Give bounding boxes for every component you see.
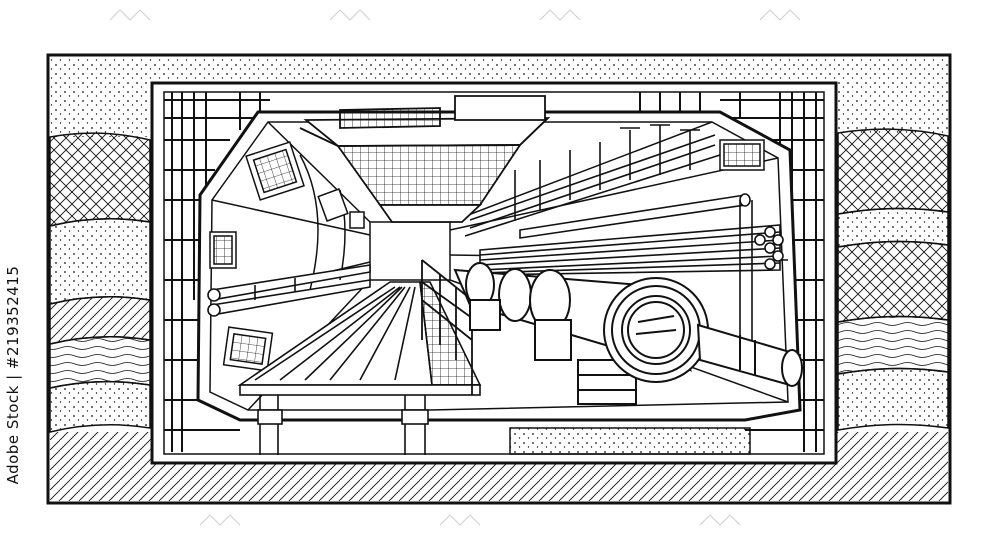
walkway-grate (237, 281, 482, 455)
stock-id-watermark: Adobe Stock | #219352415 (2, 266, 24, 485)
stock-id-text: Adobe Stock | #219352415 (4, 265, 22, 485)
soil-layers-left (49, 57, 151, 433)
left-wall-pipes (207, 264, 371, 317)
beam-pipe (453, 262, 803, 405)
stock-watermark-pattern (109, 9, 801, 526)
soil-layers-right (837, 57, 949, 431)
cable-tray-overhead (299, 95, 551, 223)
wall-vent (209, 139, 765, 372)
cable-racks (464, 124, 721, 237)
pipe-bundle (479, 193, 784, 340)
soil-top (150, 57, 838, 83)
